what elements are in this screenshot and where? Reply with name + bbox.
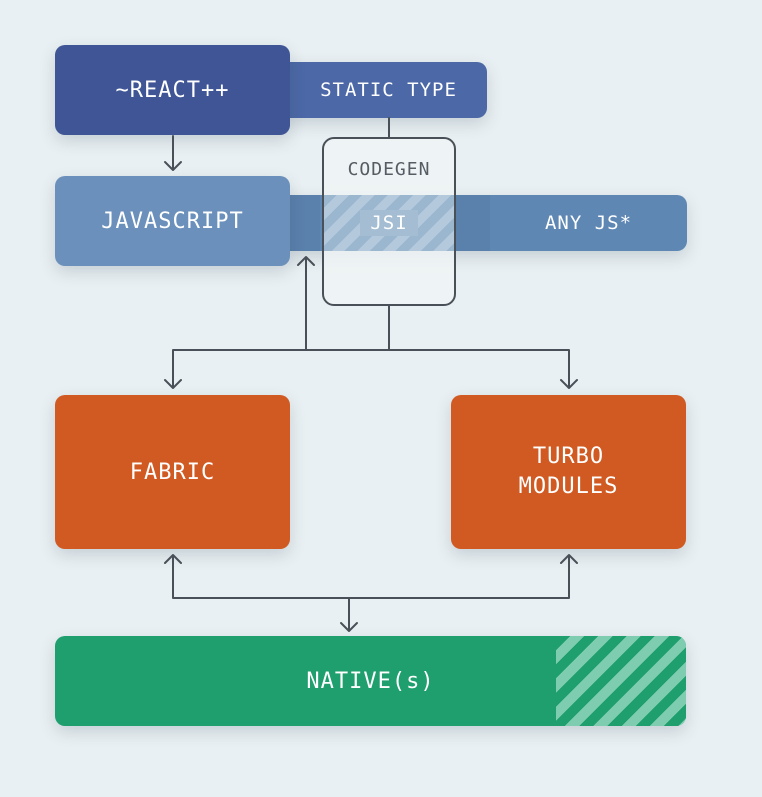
arrow-up-to-javascript [297, 256, 315, 351]
turbo-label-line2: MODULES [518, 474, 619, 499]
codegen-box: CODEGEN JSI [322, 137, 456, 306]
fabric-label: FABRIC [129, 459, 216, 485]
javascript-box: JAVASCRIPT [55, 176, 290, 266]
arrow-react-to-javascript [164, 135, 182, 171]
native-box: NATIVE(s) [55, 636, 686, 726]
any-js-label: ANY JS* [544, 212, 633, 234]
turbo-label-line1: TURBO [532, 444, 605, 469]
static-type-label: STATIC TYPE [320, 79, 457, 101]
jsi-label: JSI [360, 210, 418, 236]
split-line [164, 349, 578, 389]
native-label: NATIVE(s) [306, 668, 435, 694]
javascript-label: JAVASCRIPT [101, 208, 244, 234]
bottom-connector [164, 554, 578, 599]
jsi-striped-area: JSI [324, 195, 454, 251]
arrow-to-native [340, 597, 358, 632]
fabric-box: FABRIC [55, 395, 290, 549]
react-box: ~REACT++ [55, 45, 290, 135]
static-type-box: STATIC TYPE [280, 62, 487, 118]
codegen-label: CODEGEN [347, 159, 431, 180]
react-label: ~REACT++ [115, 77, 230, 103]
native-striped-area [556, 636, 686, 726]
turbo-modules-box: TURBO MODULES [451, 395, 686, 549]
